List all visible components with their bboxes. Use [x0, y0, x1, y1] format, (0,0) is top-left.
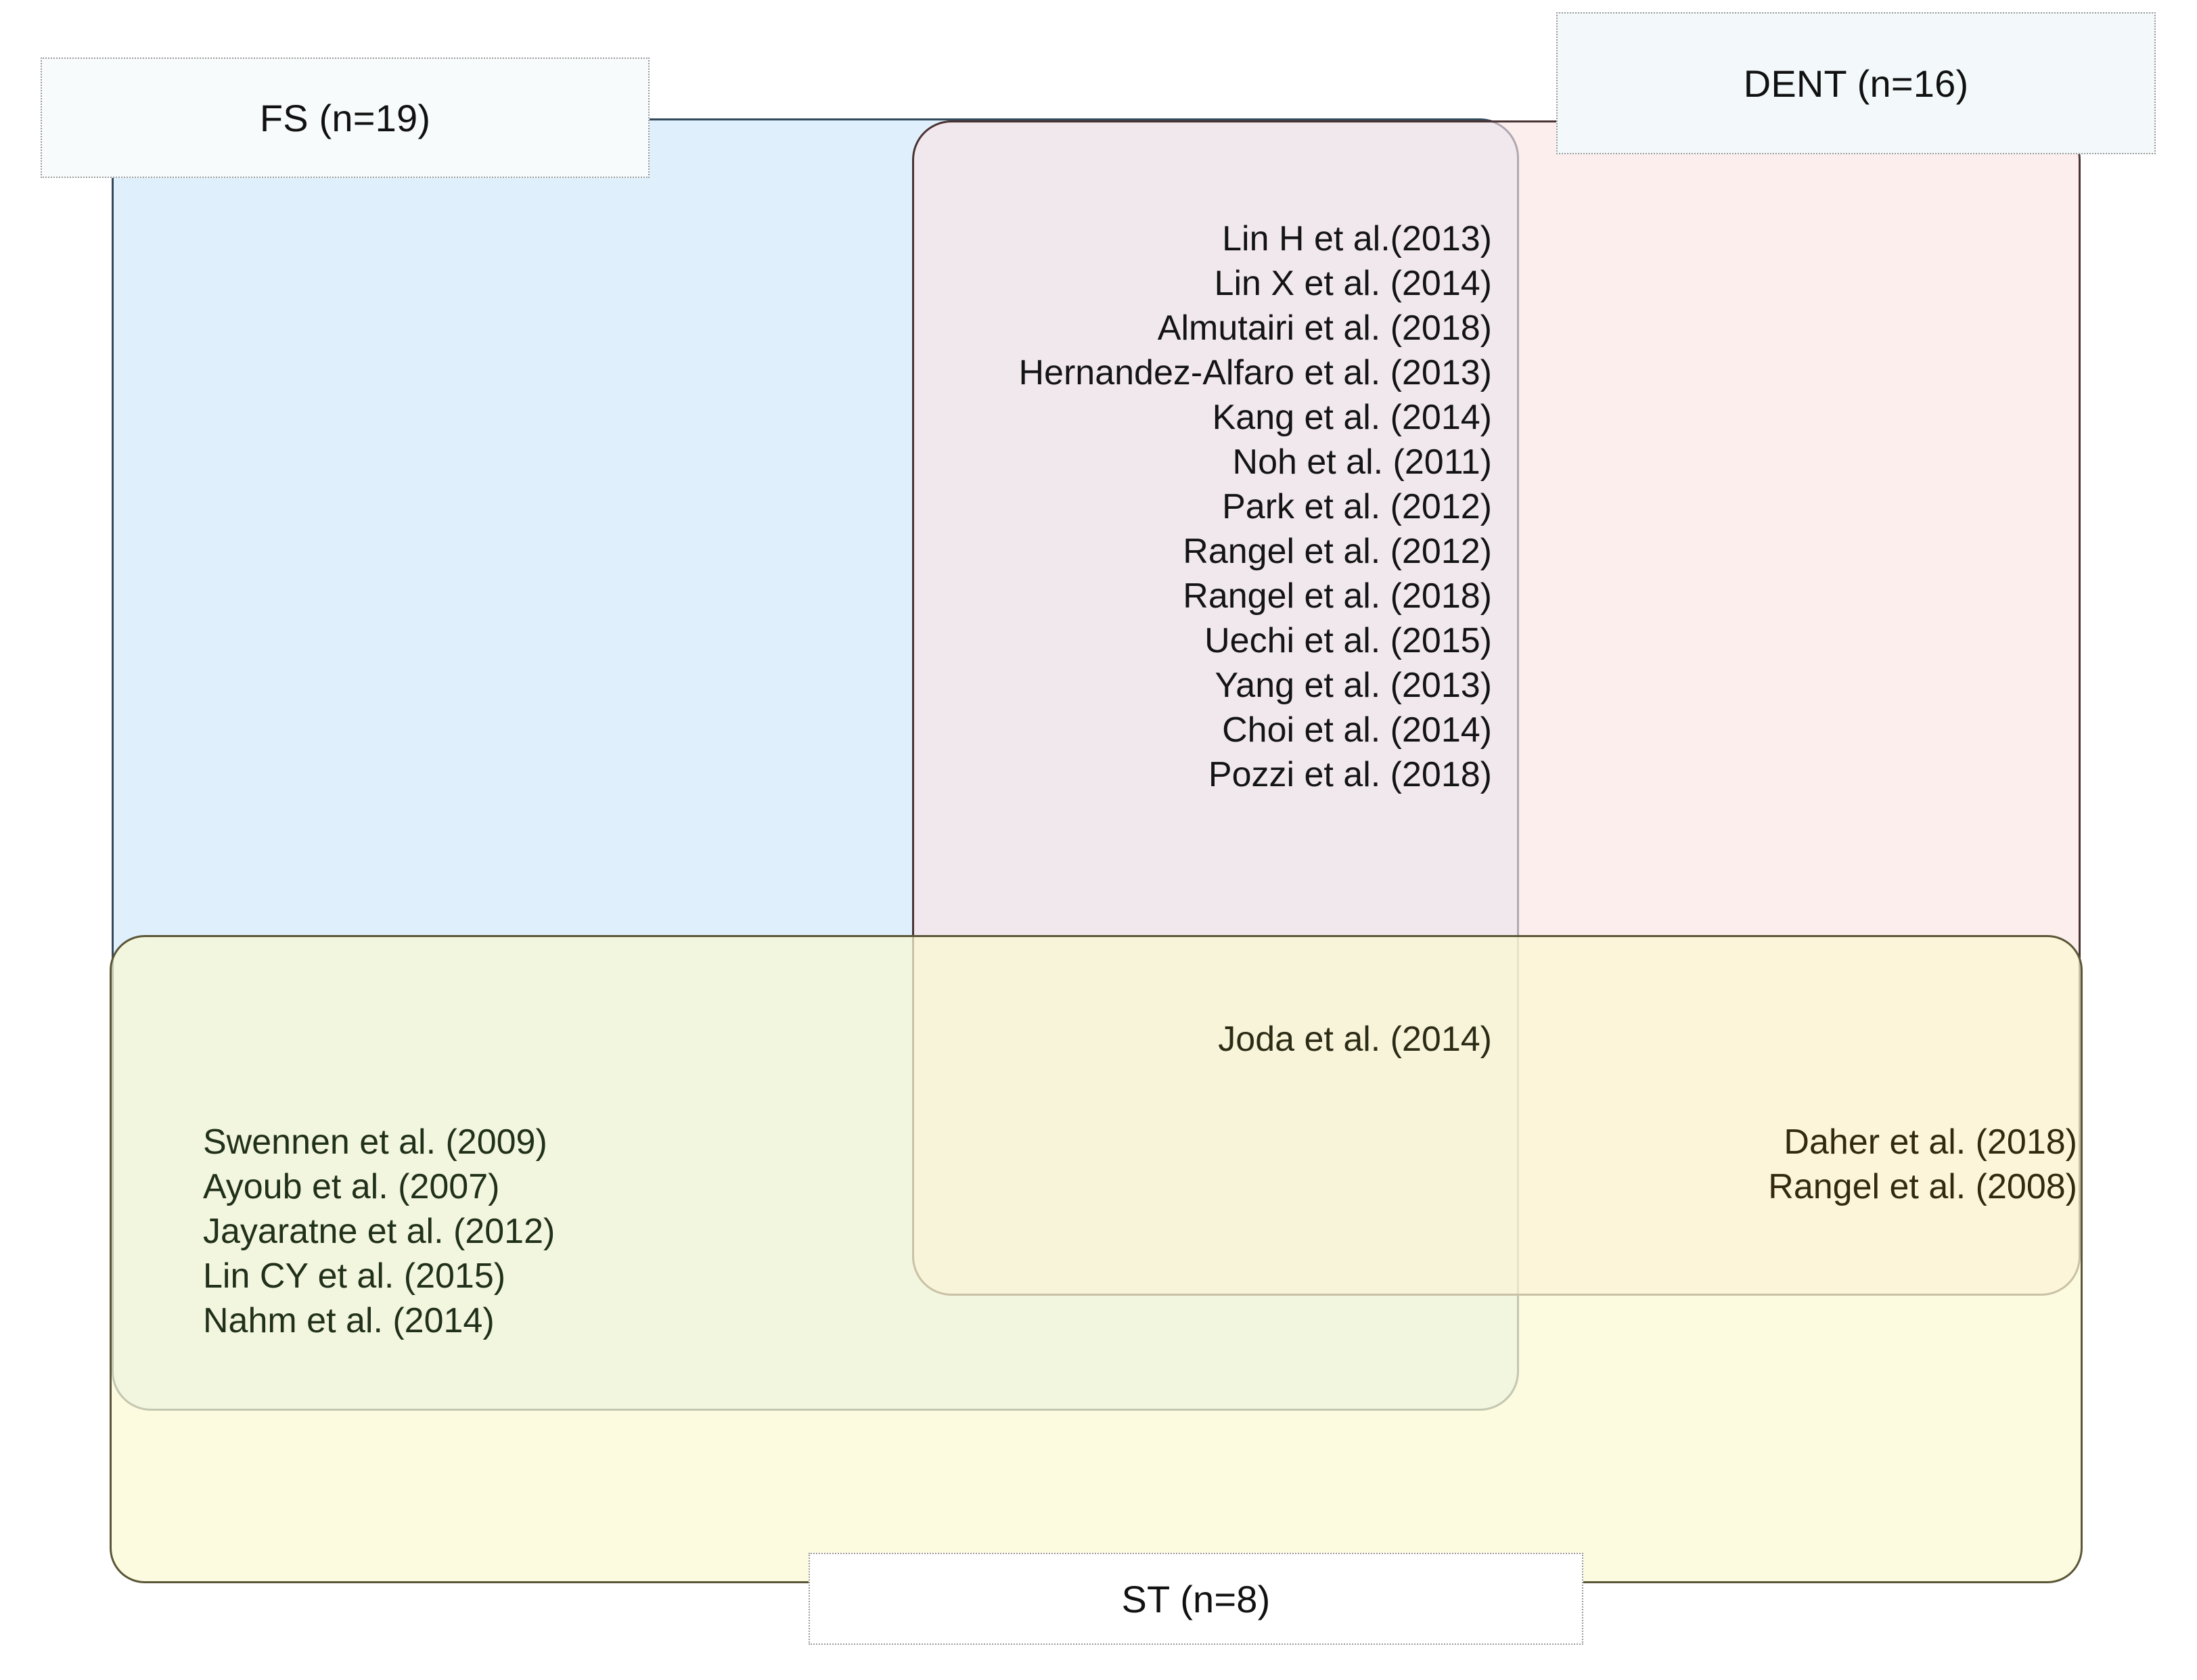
- venn-region-fs-dent-st-studies: Joda et al. (2014): [873, 1017, 1492, 1062]
- study-citation: Almutairi et al. (2018): [1157, 309, 1492, 348]
- study-citation: Yang et al. (2013): [1215, 666, 1492, 706]
- study-citation: Rangel et al. (2018): [1183, 576, 1492, 616]
- venn-region-fs-st-studies: Swennen et al. (2009) Ayoub et al. (2007)…: [203, 1120, 880, 1343]
- study-citation: Rangel et al. (2012): [1183, 532, 1492, 572]
- study-citation: Joda et al. (2014): [1218, 1020, 1492, 1059]
- study-citation: Lin H et al.(2013): [1222, 219, 1492, 258]
- study-citation: Kang et al. (2014): [1212, 398, 1492, 438]
- study-citation: Hernandez-Alfaro et al. (2013): [1018, 353, 1493, 393]
- venn-set-label-dent: DENT (n=16): [1556, 12, 2156, 154]
- study-citation: Choi et al. (2014): [1222, 710, 1492, 750]
- study-citation: Jayaratne et al. (2012): [203, 1212, 556, 1252]
- study-citation: Park et al. (2012): [1222, 487, 1492, 527]
- study-citation: Ayoub et al. (2007): [203, 1167, 500, 1207]
- venn-set-label-fs-text: FS (n=19): [259, 96, 431, 139]
- study-citation: Nahm et al. (2014): [203, 1301, 495, 1341]
- study-citation: Uechi et al. (2015): [1204, 621, 1492, 661]
- study-citation: Lin X et al. (2014): [1214, 264, 1492, 304]
- venn-set-label-fs: FS (n=19): [41, 58, 650, 178]
- study-citation: Pozzi et al. (2018): [1208, 755, 1492, 795]
- study-citation: Noh et al. (2011): [1232, 442, 1492, 482]
- study-citation: Daher et al. (2018): [1784, 1122, 2077, 1162]
- study-citation: Lin CY et al. (2015): [203, 1256, 506, 1296]
- study-citation: Swennen et al. (2009): [203, 1122, 547, 1162]
- venn-set-label-st: ST (n=8): [809, 1553, 1583, 1645]
- venn-region-dent-st-studies: Daher et al. (2018) Rangel et al. (2008): [1482, 1120, 2077, 1209]
- venn-set-label-st-text: ST (n=8): [1121, 1577, 1271, 1620]
- venn-region-fs-dent-studies: Lin H et al.(2013) Lin X et al. (2014) Alm…: [636, 217, 1493, 797]
- study-citation: Rangel et al. (2008): [1768, 1167, 2077, 1207]
- venn-set-label-dent-text: DENT (n=16): [1743, 62, 1969, 105]
